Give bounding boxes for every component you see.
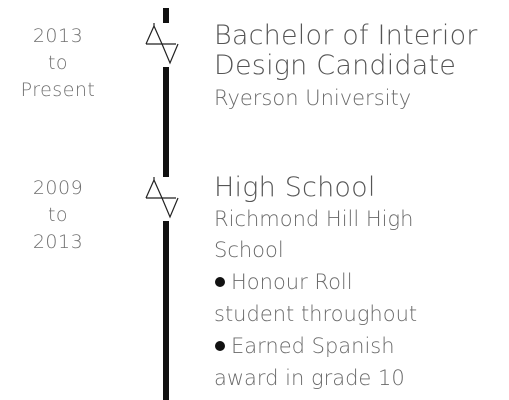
entry-years: 2013 to Present (18, 23, 98, 104)
year-end: Present (20, 79, 96, 101)
bullet-line: Earned Spanish (214, 330, 509, 362)
title-line: Design Candidate (214, 50, 457, 81)
entry-title: High School (214, 173, 509, 203)
bullet-text: student throughout (214, 302, 418, 326)
title-line: Bachelor of Interior (214, 20, 478, 51)
entry-content: Bachelor of Interior Design Candidate Ry… (214, 21, 509, 114)
entry-content: High School Richmond Hill High School Ho… (214, 173, 509, 394)
institution-line: School (214, 238, 284, 262)
bullet-item: Honour Roll student throughout (214, 266, 509, 330)
architecture-compass-icon (142, 23, 180, 67)
year-connector: to (47, 52, 69, 74)
bullet-dot-icon (215, 341, 225, 351)
architecture-compass-icon (142, 177, 180, 221)
year-connector: to (47, 204, 69, 226)
year-end: 2013 (32, 231, 84, 253)
entry-institution: Ryerson University (214, 86, 412, 110)
year-start: 2013 (32, 25, 84, 47)
institution-line: Richmond Hill High (214, 207, 414, 231)
bullet-line: Honour Roll (214, 266, 509, 298)
title-line: High School (214, 172, 376, 203)
entry-title: Bachelor of Interior Design Candidate (214, 21, 509, 81)
year-start: 2009 (32, 177, 84, 199)
entry-institution: Richmond Hill High School (214, 204, 509, 266)
bullet-text: award in grade 10 (214, 366, 405, 390)
entry-years: 2009 to 2013 (18, 175, 98, 256)
bullet-dot-icon (215, 277, 225, 287)
bullet-text: Earned Spanish (231, 334, 395, 358)
bullet-text: Honour Roll (231, 270, 353, 294)
bullet-item: Earned Spanish award in grade 10 (214, 330, 509, 394)
